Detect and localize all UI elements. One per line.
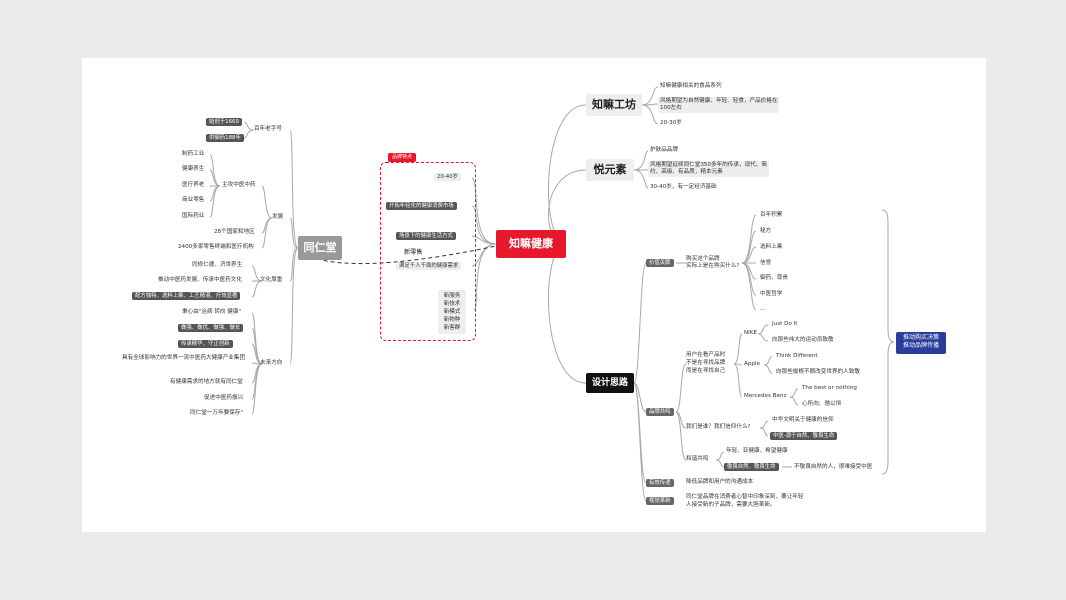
effective-text: 降低品牌和用户的沟通成本 [686, 479, 754, 485]
apple-item: Think Different [776, 353, 818, 359]
value-question: 实际上是在购买什么? [686, 263, 740, 269]
resonance-question: 用户在看产品时 [686, 352, 726, 358]
heritage-item: 始创于1669 [206, 118, 242, 126]
future-label: 未来方向 [260, 360, 283, 366]
future-item: 秉心由"治病 转向 健康" [182, 309, 242, 315]
who-item: 中华文明关于健康的信仰 [772, 417, 834, 423]
feature-item: 20-40岁 [434, 173, 462, 181]
value-item: 御药、尊贵 [760, 275, 788, 281]
who-label: 我们是谁？我们信仰什么? [686, 424, 751, 430]
cta-line: 推动购买决策 [902, 334, 939, 341]
main-business-label: 主攻中医中药 [222, 182, 256, 188]
culture-item: 配方独特、选料上乘、工艺精湛、疗效显著 [132, 292, 241, 300]
future-item: 做强、做优、做强、做长 [178, 324, 244, 332]
heritage-label: 百年老字号 [254, 126, 282, 132]
yys-item: 30-40岁，有一定经济基础 [650, 184, 717, 190]
zhimagongfang-node[interactable]: 知嘛工坊 [586, 94, 642, 116]
feature-dashed-box [380, 162, 476, 341]
future-item: 促进中医药振兴 [204, 395, 244, 401]
brand-apple: Apple [744, 361, 760, 367]
feature-new: 新模式 [443, 309, 461, 315]
business-item: 国际药业 [182, 213, 205, 219]
future-item: 有健康需求的地方就有同仁堂 [170, 379, 243, 385]
value-label: 价值关联 [646, 259, 674, 267]
feature-item: 开拓年轻化的健康消费市场 [386, 202, 457, 210]
resonance-question: 而是在寻找自己 [686, 368, 726, 374]
business-item: 健康养生 [182, 166, 205, 172]
mercedes-item: 心所向、驰以恒 [802, 401, 842, 407]
who-item: 中医-源于自然、敬畏生命 [770, 432, 838, 440]
brand-nike: NIKE [744, 330, 758, 336]
yys-style-box: 风格期望延续同仁堂350多年的传承，现代、简 约、高级、有品质，精本元素 [648, 161, 769, 178]
yueyuansu-node[interactable]: 悦元素 [586, 159, 634, 181]
cta-line: 推动品牌传播 [902, 342, 939, 349]
feature-new: 新技术 [443, 301, 461, 307]
culture-item: 同修仁德、济世养生 [192, 262, 243, 268]
business-item: 制药工业 [182, 151, 205, 157]
feature-new: 新物种 [443, 317, 461, 323]
future-item: 传承精华、守正创新 [178, 340, 233, 348]
design-node[interactable]: 设计思路 [586, 373, 634, 393]
harmony-label: 和谐共鸣 [686, 456, 709, 462]
zmgf-style-box: 风格期望为自然健康、年轻、轻食，产品价格在 100左右 [658, 97, 780, 114]
harmony-item: 年轻、亚健康、希望健康 [726, 448, 788, 454]
brand-feature-tag: 品牌特点 [388, 153, 417, 162]
feature-item: 满足千人千面的健康需求 [396, 262, 462, 270]
mercedes-item: The best or nothing [802, 385, 857, 391]
feature-new-list: 新服务 新技术 新模式 新物种 新客群 [438, 290, 466, 334]
tongrentang-node[interactable]: 同仁堂 [298, 236, 342, 260]
value-item: 百年积累 [760, 212, 783, 218]
value-item: ... [760, 306, 766, 312]
future-item: 具有全球影响力的世界一流中医药大健康产业集团 [122, 355, 246, 361]
harmony-item: 不敬畏自然的人，很难接受中医 [794, 464, 873, 470]
feature-new: 新客群 [443, 325, 461, 331]
yys-item: 风格期望延续同仁堂350多年的传承，现代、简 [650, 162, 767, 168]
brand-mercedes: Mercedes Benz [744, 393, 787, 399]
value-item: 选料上乘 [760, 244, 783, 250]
value-item: 秘方 [760, 228, 772, 234]
visual-text: 人接受新的子品牌，需要大胆革新。 [686, 502, 776, 508]
mindmap-canvas: 品牌特点 知嘛健康 同仁堂 新零售 百年老字号 始创于1669 供御药188年 … [82, 58, 986, 532]
nike-item: 向那些伟大的运动员致敬 [772, 337, 834, 343]
business-item: 商业零售 [182, 197, 205, 203]
feature-item: 场景下的健康生活方式 [396, 232, 456, 240]
root-node[interactable]: 知嘛健康 [496, 230, 566, 258]
zmgf-item: 知嘛健康相关的食品系列 [660, 83, 722, 89]
nike-item: Just Do It [772, 321, 798, 327]
zmgf-item: 风格期望为自然健康、年轻、轻食，产品价格在 [660, 98, 778, 104]
visual-label: 视觉革新 [646, 497, 674, 505]
resonance-label: 品牌共鸣 [646, 408, 674, 416]
develop-item: 2400多家零售终端和医疗机构 [178, 244, 254, 250]
feature-new: 新服务 [443, 293, 461, 299]
yys-item: 约、高级、有品质，精本元素 [650, 169, 723, 176]
heritage-item: 供御药188年 [206, 134, 244, 142]
yys-item: 护肤品品牌 [650, 147, 678, 153]
develop-label: 发展 [272, 214, 284, 220]
harmony-item: 敬畏自然、敬畏生命 [724, 463, 779, 471]
future-item: 同仁堂一万年要保存" [190, 410, 243, 416]
zmgf-item: 20-30岁 [660, 120, 682, 126]
value-item: 中医哲学 [760, 291, 783, 297]
effective-label: 有效传递 [646, 479, 674, 487]
value-item: 信誉 [760, 260, 772, 266]
culture-item: 推动中医药发展、传承中医药文化 [158, 277, 242, 283]
business-item: 医疗养老 [182, 182, 205, 188]
apple-item: 向那些拔根不顾改变世界的人致敬 [776, 369, 860, 375]
culture-label: 文化厚重 [260, 277, 283, 283]
value-question: 购买这个品牌 [686, 256, 720, 262]
develop-item: 28个国家和地区 [214, 229, 255, 235]
cta-node[interactable]: 推动购买决策 推动品牌传播 [896, 332, 946, 354]
resonance-question: 不是在寻找品牌 [686, 360, 726, 366]
visual-text: 同仁堂品牌在消费者心智中印象深刻，要让年轻 [686, 494, 804, 500]
zmgf-item: 100左右 [660, 105, 682, 112]
new-retail-label: 新零售 [404, 249, 423, 256]
